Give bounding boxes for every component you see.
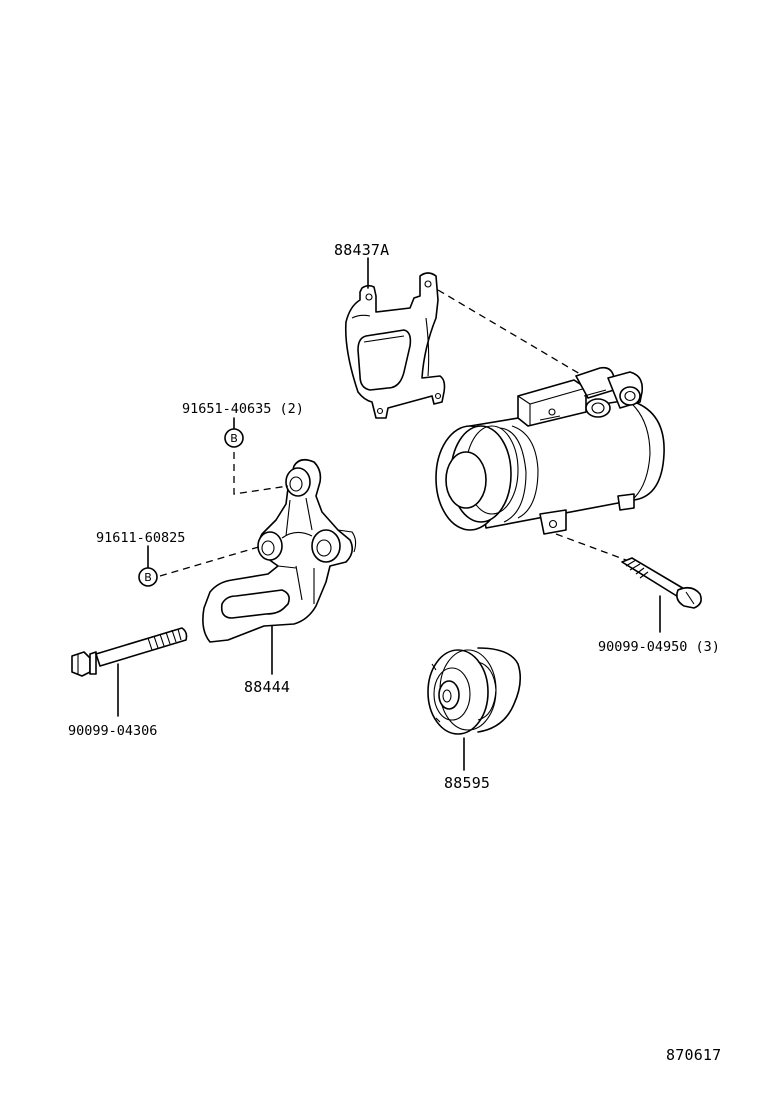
svg-text:B: B: [230, 432, 238, 445]
upper-bracket-88437A: [344, 272, 446, 419]
badge-b-2: B: [138, 567, 158, 587]
reference-lines: [159, 289, 627, 577]
svg-text:B: B: [144, 571, 152, 584]
badge-b-1: B: [224, 428, 244, 448]
label-90099-04950: 90099-04950 (3): [598, 639, 720, 655]
label-91651-40635: 91651-40635 (2): [182, 401, 304, 417]
ac-compressor: [435, 366, 665, 535]
label-88444: 88444: [244, 678, 290, 696]
idler-pulley-88595: [427, 647, 522, 735]
long-bolt-90099-04306: [71, 627, 188, 677]
compressor-bolt-90099-04950: [621, 557, 702, 609]
label-88437A: 88437A: [334, 241, 389, 259]
label-90099-04306: 90099-04306: [68, 723, 157, 739]
diagram-id: 870617: [666, 1046, 721, 1064]
lower-bracket-88444: [202, 458, 357, 643]
label-88595: 88595: [444, 774, 490, 792]
leader-lines: [117, 257, 661, 771]
label-91611-60825: 91611-60825: [96, 530, 185, 546]
